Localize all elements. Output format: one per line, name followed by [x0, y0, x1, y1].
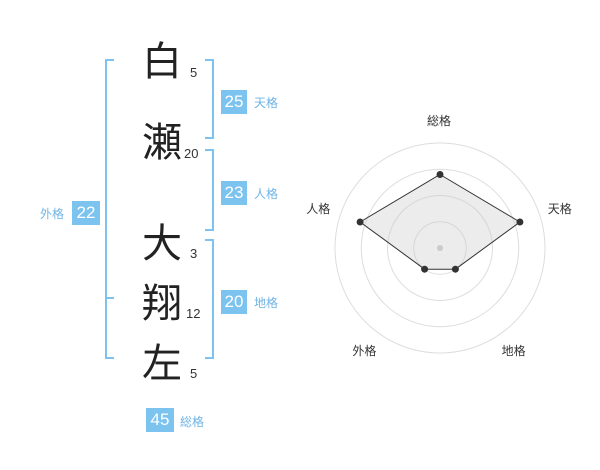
radar-axis-label-3: 地格 [501, 343, 526, 358]
gaikaku-bracket [105, 59, 114, 359]
radar-point-4 [421, 265, 429, 273]
radar-axis-label-2: 天格 [547, 201, 572, 216]
radar-point-5 [356, 218, 364, 226]
stroke-count-3: 3 [190, 246, 198, 261]
stroke-count-2: 20 [184, 146, 199, 161]
stroke-count-1: 5 [190, 65, 198, 80]
radar-axis-label-1: 総格 [427, 114, 452, 128]
radar-series-shape [359, 173, 521, 270]
name-char-3: 大 [142, 221, 182, 267]
tenkaku-bracket [205, 59, 214, 139]
radar-point-1 [436, 171, 444, 178]
chikaku-label: 地格 [254, 296, 279, 310]
gaikaku-label: 外格 [40, 207, 65, 221]
name-char-5: 左 [142, 341, 182, 387]
chikaku-bracket [205, 239, 214, 359]
radar-point-3 [451, 265, 459, 273]
soukaku-label: 総格 [180, 415, 205, 429]
radar-point-2 [516, 218, 524, 226]
jinkaku-value: 23 [221, 181, 247, 205]
tenkaku-label: 天格 [254, 96, 279, 110]
radar-axis-label-4: 外格 [352, 343, 377, 358]
name-char-2: 瀬 [142, 120, 182, 166]
jinkaku-bracket [205, 149, 214, 231]
radar-axis-label-5: 人格 [306, 201, 331, 216]
chikaku-value: 20 [221, 290, 247, 314]
soukaku-value: 45 [146, 408, 174, 432]
name-char-4: 翔 [142, 281, 182, 327]
name-char-1: 白 [142, 39, 182, 85]
jinkaku-label: 人格 [254, 187, 279, 201]
stroke-count-4: 12 [186, 306, 201, 321]
tenkaku-value: 25 [221, 90, 247, 114]
radar-center [437, 245, 443, 251]
stroke-count-5: 5 [190, 366, 198, 381]
gaikaku-value: 22 [72, 201, 100, 225]
